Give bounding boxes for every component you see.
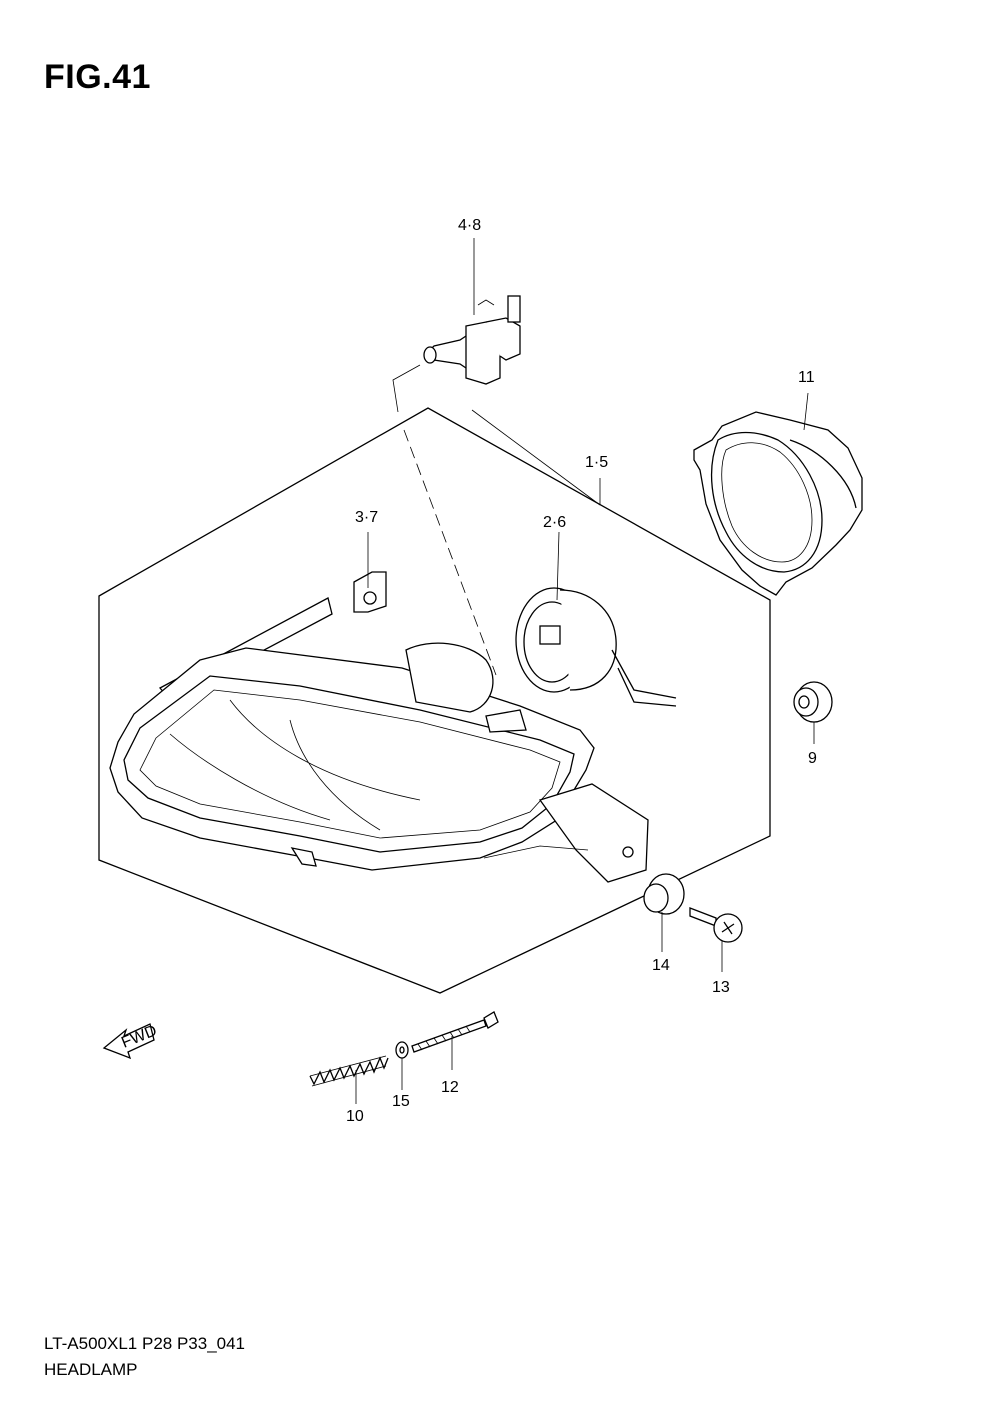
callout-2-6: 2·6 <box>543 514 566 531</box>
callout-4-8: 4·8 <box>458 217 481 234</box>
forward-arrow-icon: FWD <box>102 1022 159 1060</box>
callout-12: 12 <box>441 1079 459 1096</box>
bulb-socket-part[interactable] <box>515 587 677 707</box>
callout-15: 15 <box>392 1093 410 1110</box>
callout-13: 13 <box>712 979 730 996</box>
diagram-code: LT-A500XL1 P28 P33_041 <box>44 1334 246 1353</box>
washer-part[interactable] <box>395 1041 409 1059</box>
figure-title: FIG.41 <box>44 58 151 96</box>
adjusting-bolt-part[interactable] <box>411 1011 499 1053</box>
headlamp-body-part[interactable] <box>109 597 649 883</box>
callout-1-5: 1·5 <box>585 454 608 471</box>
socket-cover-part[interactable] <box>693 411 863 596</box>
clip-part[interactable] <box>353 571 387 613</box>
callout-3-7: 3·7 <box>355 509 378 526</box>
bulb-part[interactable] <box>423 295 521 385</box>
callout-9: 9 <box>808 750 817 767</box>
callout-10: 10 <box>346 1108 364 1125</box>
screw-part[interactable] <box>689 907 743 943</box>
callout-14: 14 <box>652 957 670 974</box>
callout-11: 11 <box>798 369 815 386</box>
assembly-boundary <box>98 407 771 994</box>
grommet-part[interactable] <box>793 681 833 723</box>
rubber-cushion-part[interactable] <box>643 873 685 915</box>
spring-part[interactable] <box>309 1055 389 1087</box>
diagram-name: HEADLAMP <box>44 1360 138 1379</box>
